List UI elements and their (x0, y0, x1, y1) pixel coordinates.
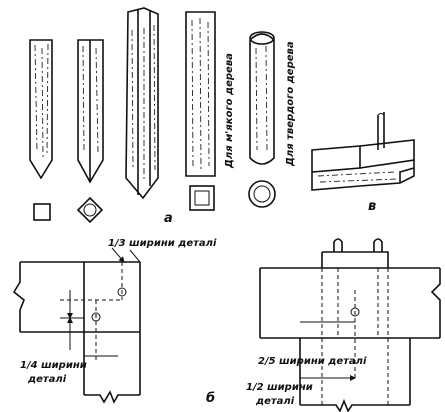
peg-octagonal (125, 7, 159, 200)
peg-section-square (33, 203, 51, 221)
panel-c-label: в (368, 199, 376, 214)
hard-wood-label: Для твердого дерева (285, 41, 296, 167)
half-width-label-2: деталі (255, 396, 295, 407)
quarter-width-label-2: деталі (27, 374, 67, 385)
peg-square-soft-wood (185, 11, 216, 211)
half-width-label-1: 1/2 ширини (246, 382, 313, 393)
peg-section-ring (248, 180, 276, 208)
t-joint-right (259, 238, 441, 412)
peg-section-square-hollow (189, 185, 215, 211)
third-width-label: 1/3 ширини деталі (108, 238, 217, 249)
peg-square-blunt (29, 39, 53, 221)
peg-round-hard-wood (248, 31, 276, 208)
t-joint-left (12, 247, 141, 404)
quarter-width-label-1: 1/4 ширини (20, 360, 87, 371)
panel-b-label: б (206, 391, 215, 406)
halved-joint-drawing (311, 112, 415, 191)
peg-section-diamond (76, 196, 104, 224)
soft-wood-label: Для м'якого дерева (224, 53, 235, 169)
panel-a-label: а (164, 211, 173, 226)
two-fifths-width-label: 2/5 ширини деталі (258, 356, 367, 367)
peg-square-pointed (76, 39, 104, 224)
